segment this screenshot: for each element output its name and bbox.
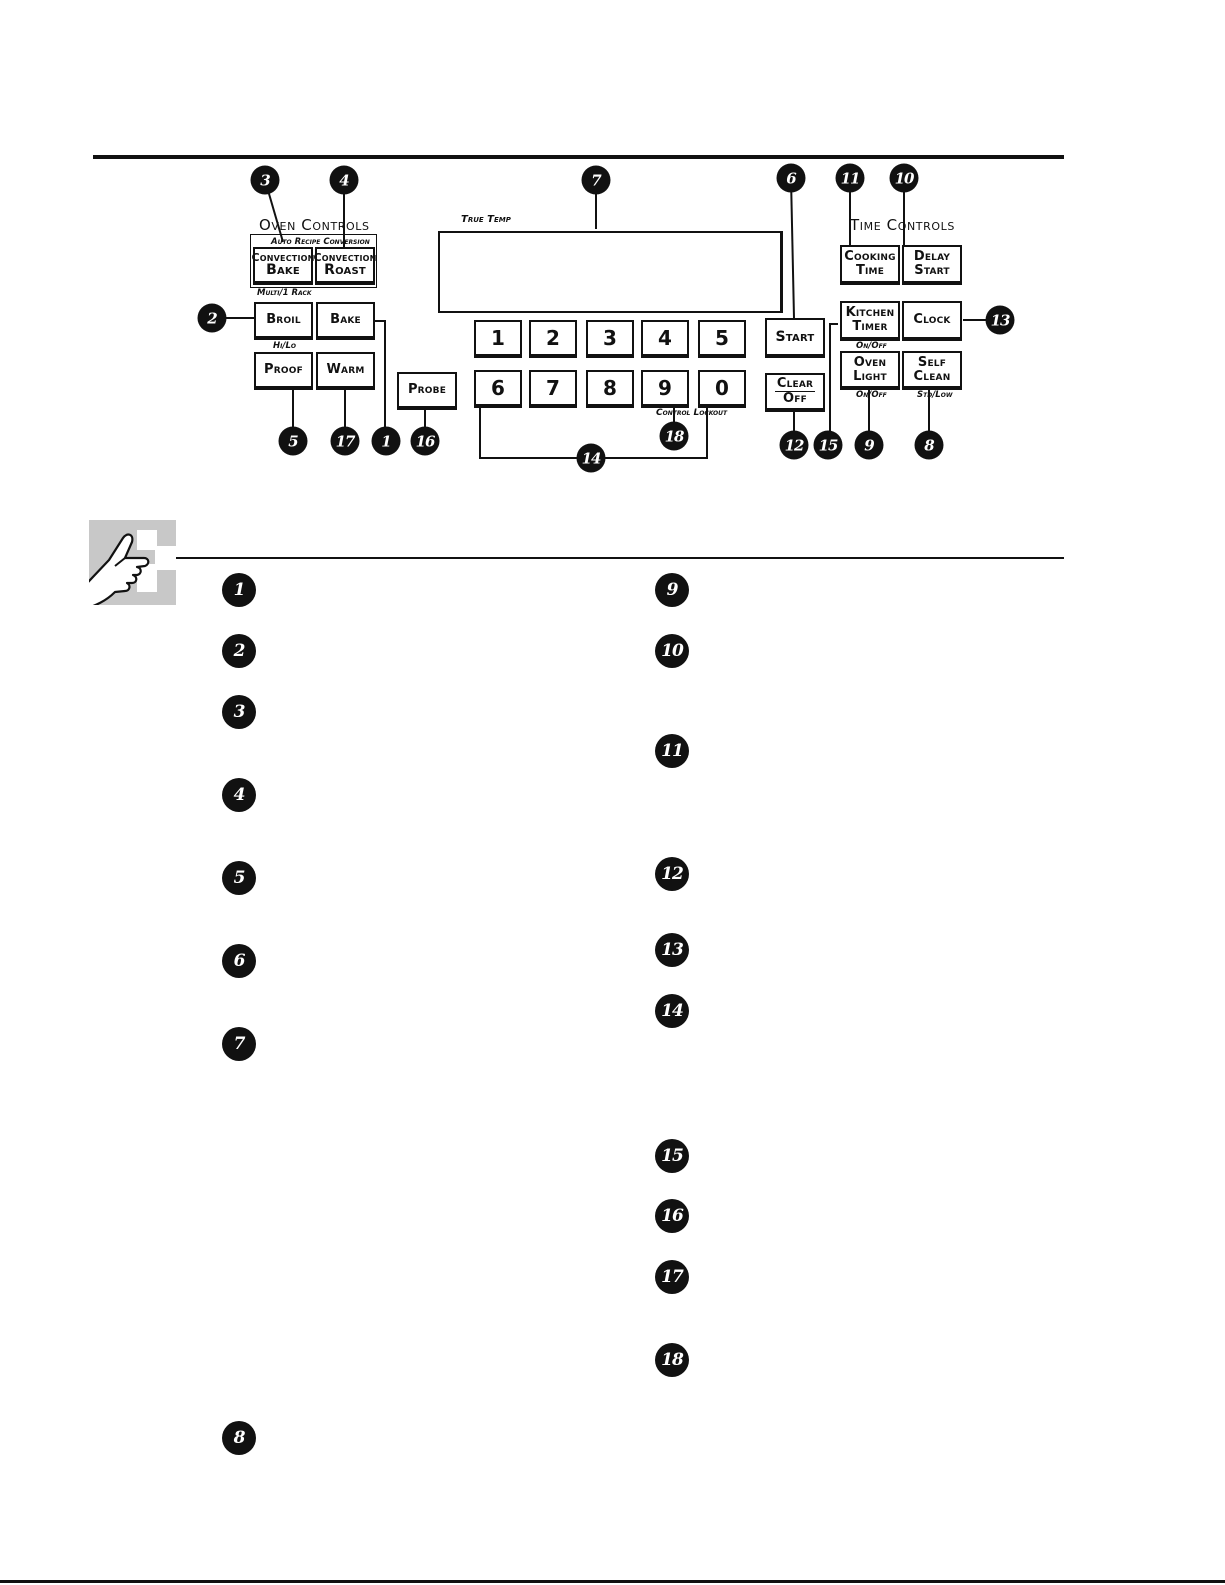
keypad-8[interactable]: 8 xyxy=(586,370,634,408)
keypad-7[interactable]: 7 xyxy=(529,370,577,408)
list-badge-6: 6 xyxy=(222,944,256,978)
oven-controls-heading: Oven Controls xyxy=(259,216,370,234)
kitchen-timer-button[interactable]: Kitchen Timer xyxy=(840,301,900,341)
multi-rack-label: Multi/1 Rack xyxy=(257,288,312,298)
convection-bake-button[interactable]: Convection Bake xyxy=(251,247,314,285)
keypad-1[interactable]: 1 xyxy=(474,320,522,358)
list-badge-13: 13 xyxy=(655,933,689,967)
list-badge-12: 12 xyxy=(655,857,689,891)
badge-16: 16 xyxy=(410,426,440,456)
light-on-off-label: On/Off xyxy=(856,390,887,400)
badge-13: 13 xyxy=(985,305,1015,335)
delay-start-button[interactable]: Delay Start xyxy=(902,245,962,285)
keypad-0[interactable]: 0 xyxy=(698,370,746,408)
badge-18: 18 xyxy=(659,421,689,451)
list-badge-2: 2 xyxy=(222,634,256,668)
list-badge-11: 11 xyxy=(655,734,689,768)
clear-off-button[interactable]: Clear Off xyxy=(765,373,825,412)
badge-11: 11 xyxy=(835,163,865,193)
cooking-time-button[interactable]: Cooking Time xyxy=(840,245,900,285)
list-badge-18: 18 xyxy=(655,1343,689,1377)
badge-14: 14 xyxy=(576,443,606,473)
badge-8: 8 xyxy=(914,430,944,460)
badge-12: 12 xyxy=(779,430,809,460)
keypad-9[interactable]: 9 xyxy=(641,370,689,408)
broil-button[interactable]: Broil xyxy=(254,302,313,340)
time-controls-heading: Time Controls xyxy=(850,216,955,234)
clock-button[interactable]: Clock xyxy=(902,301,962,341)
convection-roast-button[interactable]: Convection Roast xyxy=(313,247,376,285)
badge-10: 10 xyxy=(889,163,919,193)
badge-5: 5 xyxy=(278,426,308,456)
badge-2: 2 xyxy=(197,303,227,333)
badge-9: 9 xyxy=(854,430,884,460)
list-badge-14: 14 xyxy=(655,994,689,1028)
list-badge-1: 1 xyxy=(222,573,256,607)
oven-light-button[interactable]: Oven Light xyxy=(840,351,900,390)
top-rule xyxy=(93,155,1064,159)
convection-group-frame xyxy=(250,234,377,288)
badge-15: 15 xyxy=(813,430,843,460)
badge-3: 3 xyxy=(250,165,280,195)
badge-7: 7 xyxy=(581,165,611,195)
badge-4: 4 xyxy=(329,165,359,195)
true-temp-label: True Temp xyxy=(461,214,511,225)
list-badge-17: 17 xyxy=(655,1260,689,1294)
start-button[interactable]: Start xyxy=(765,318,825,358)
badge-1: 1 xyxy=(371,426,401,456)
list-badge-5: 5 xyxy=(222,861,256,895)
keypad-5[interactable]: 5 xyxy=(698,320,746,358)
auto-recipe-conversion-label: Auto Recipe Conversion xyxy=(271,237,370,247)
control-lockout-label: Control Lockout xyxy=(656,408,728,418)
timer-on-off-label: On/Off xyxy=(856,341,887,351)
list-badge-9: 9 xyxy=(655,573,689,607)
proof-button[interactable]: Proof xyxy=(254,352,313,390)
keypad-4[interactable]: 4 xyxy=(641,320,689,358)
list-badge-4: 4 xyxy=(222,778,256,812)
list-badge-16: 16 xyxy=(655,1199,689,1233)
bake-button[interactable]: Bake xyxy=(316,302,375,340)
self-clean-button[interactable]: Self Clean xyxy=(902,351,962,390)
list-badge-10: 10 xyxy=(655,634,689,668)
list-badge-15: 15 xyxy=(655,1139,689,1173)
keypad-6[interactable]: 6 xyxy=(474,370,522,408)
bottom-rule xyxy=(0,1580,1225,1583)
list-badge-7: 7 xyxy=(222,1027,256,1061)
keypad-2[interactable]: 2 xyxy=(529,320,577,358)
hand-pointer-icon xyxy=(71,520,176,614)
list-badge-8: 8 xyxy=(222,1421,256,1455)
std-low-label: Std/Low xyxy=(917,390,953,400)
badge-6: 6 xyxy=(776,163,806,193)
hi-lo-label: Hi/Lo xyxy=(273,341,296,351)
oven-display xyxy=(438,231,783,313)
keypad-3[interactable]: 3 xyxy=(586,320,634,358)
warm-button[interactable]: Warm xyxy=(316,352,375,390)
badge-17: 17 xyxy=(330,426,360,456)
section-rule xyxy=(176,557,1064,559)
list-badge-3: 3 xyxy=(222,695,256,729)
probe-button[interactable]: Probe xyxy=(397,372,457,410)
